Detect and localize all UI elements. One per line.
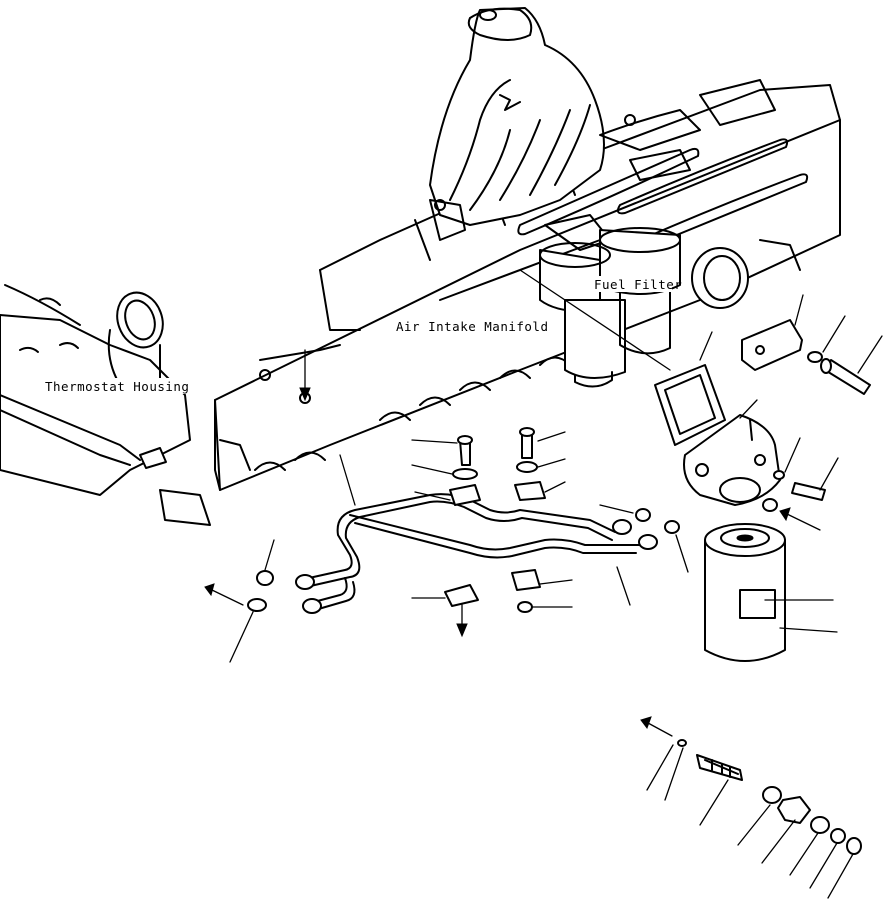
- direction-arrows: [204, 349, 821, 737]
- gasket-plate: [654, 319, 803, 446]
- callout-labels: Fuel Filter Air Intake Manifold Thermost…: [42, 276, 682, 394]
- oil-filter-head: [683, 414, 781, 506]
- oil-filter-cartridge: [704, 523, 786, 662]
- thermostat-housing: [0, 284, 191, 496]
- thermostat-housing-label: Thermostat Housing: [45, 379, 189, 394]
- relief-valve-assembly: [677, 739, 862, 855]
- leader-lines: [229, 269, 883, 899]
- fuel-filter-label: Fuel Filter: [594, 277, 682, 292]
- clamps-and-bolts: [139, 351, 871, 613]
- air-intake-manifold-label: Air Intake Manifold: [396, 319, 549, 334]
- air-intake-manifold: [429, 7, 776, 251]
